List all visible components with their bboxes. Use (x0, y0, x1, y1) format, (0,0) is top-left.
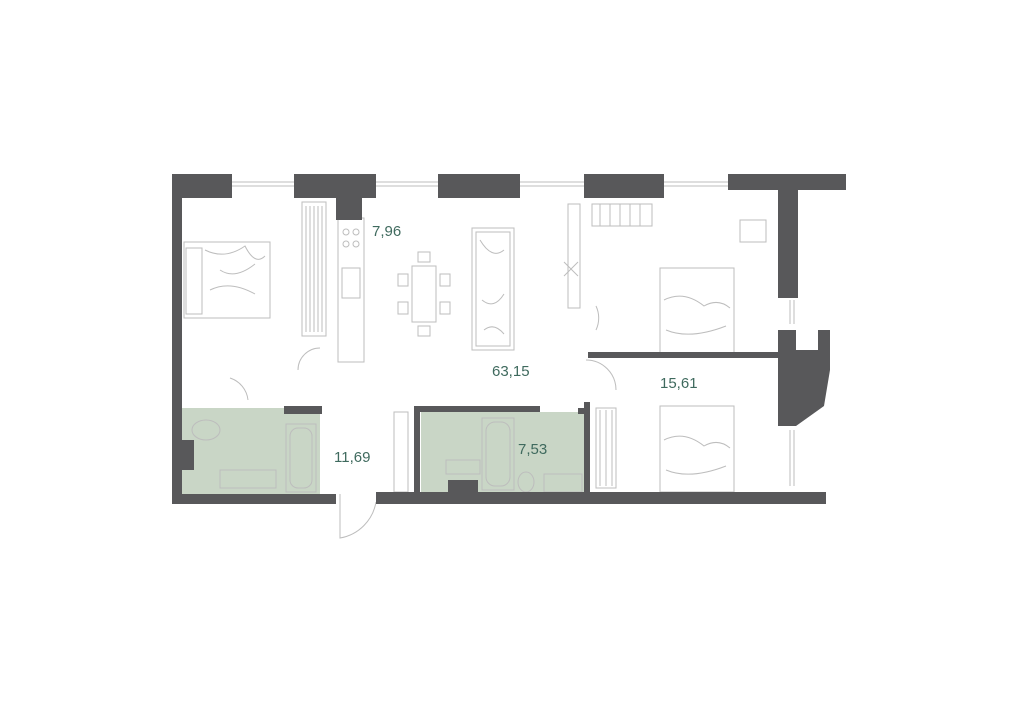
wall-top-3 (438, 174, 520, 198)
bathtub-left (285, 423, 317, 493)
partition-bath-top (414, 406, 540, 412)
partition-bedrooms (588, 352, 778, 358)
ventilation-shaft (336, 198, 362, 220)
area-label-living: 63,15 (492, 363, 530, 380)
furniture (183, 181, 795, 539)
bath-door-block (448, 480, 478, 494)
sofa (471, 227, 515, 351)
dining-table (411, 265, 437, 323)
partition-hall (284, 406, 322, 414)
area-label-kitchen: 7,96 (372, 223, 401, 240)
wall-stub-left (182, 440, 194, 470)
walls (172, 174, 846, 504)
wall-top-4 (584, 174, 664, 198)
bed-left (183, 241, 271, 319)
wall-top-5 (728, 174, 846, 190)
toilet-left (191, 419, 221, 441)
tv-stand (567, 203, 581, 309)
wall-right-upper (778, 188, 798, 298)
wardrobe-bottom-right (595, 407, 617, 489)
area-label-hall: 11,69 (334, 449, 370, 466)
wall-bottom-left (172, 494, 336, 504)
wall-top-2 (294, 174, 376, 198)
wet-zones (181, 408, 586, 494)
wardrobe-top-right (591, 203, 653, 227)
area-label-bedroom-right: 15,61 (660, 375, 698, 392)
area-labels: 7,96 63,15 15,61 11,69 7,53 (334, 223, 698, 466)
wardrobe-left (301, 201, 327, 337)
bed-bottom-right (659, 405, 735, 493)
wall-right-niche (778, 330, 830, 426)
bed-top-right (659, 267, 735, 355)
wall-left (172, 174, 182, 504)
bathroom-right-floor (421, 412, 586, 494)
area-label-bathroom: 7,53 (518, 441, 547, 458)
bathtub-right (481, 417, 515, 491)
bathroom-left-floor (181, 408, 320, 494)
partition-bath-left (414, 406, 420, 494)
partition-bath-right (584, 402, 590, 494)
wall-bottom-right (376, 492, 826, 504)
wardrobe-hall (393, 411, 409, 493)
